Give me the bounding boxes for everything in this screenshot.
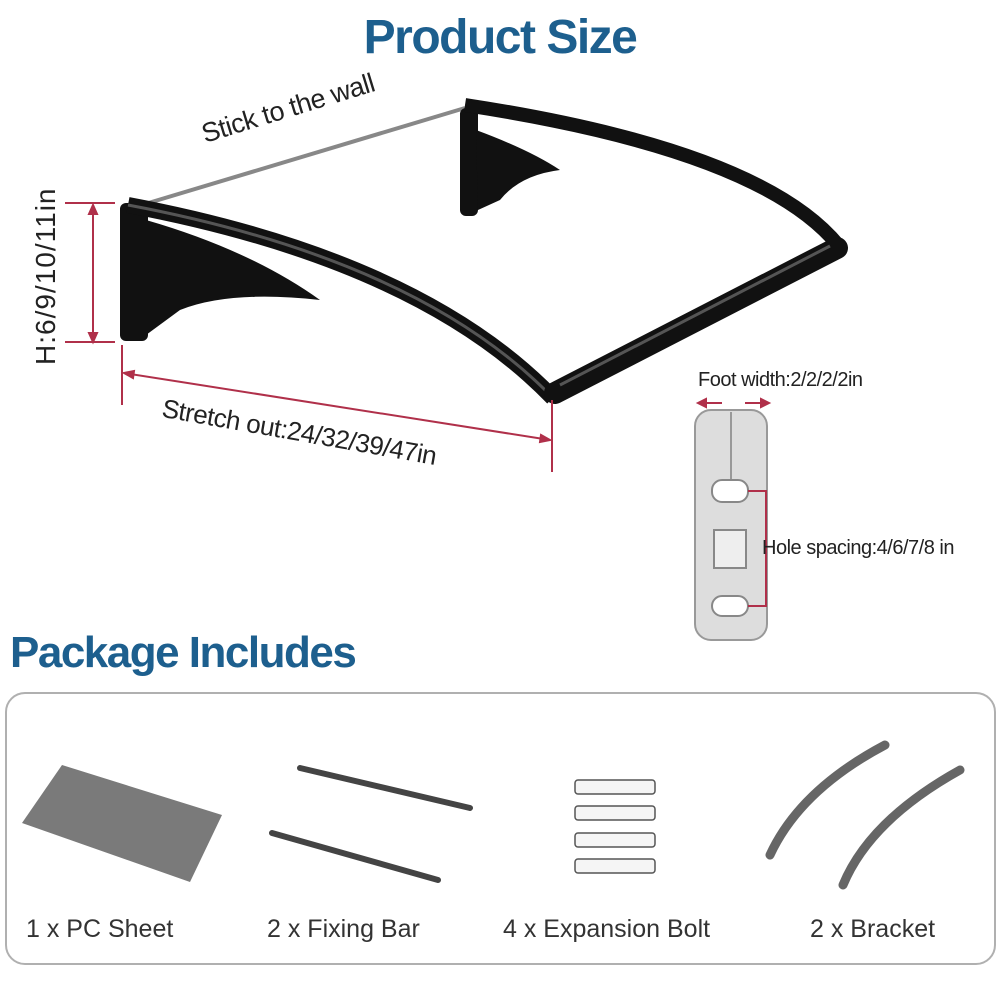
package-box <box>5 692 996 965</box>
hole-spacing-label: Hole spacing:4/6/7/8 in <box>762 537 954 559</box>
package-includes-title: Package Includes <box>10 628 357 677</box>
item-fixing-bar: 2 x Fixing Bar <box>267 915 420 943</box>
height-label: H:6/9/10/11in <box>30 187 61 366</box>
fixing-bar-image <box>269 765 473 883</box>
wall-edge <box>134 106 466 209</box>
front-bar <box>544 237 848 404</box>
foot-width-label: Foot width:2/2/2/2in <box>698 369 863 391</box>
left-bracket <box>120 197 559 404</box>
item-expansion-bolt: 4 x Expansion Bolt <box>503 915 711 943</box>
item-pc-sheet: 1 x PC Sheet <box>26 915 174 943</box>
product-size-title: Product Size <box>363 11 638 64</box>
item-bracket: 2 x Bracket <box>810 915 936 943</box>
foot-plate <box>694 409 768 641</box>
expansion-bolt-image <box>574 779 656 874</box>
dimension-lines <box>65 202 553 472</box>
pc-sheet-image <box>22 765 222 882</box>
right-bracket <box>460 98 844 250</box>
bracket-image <box>765 740 965 890</box>
